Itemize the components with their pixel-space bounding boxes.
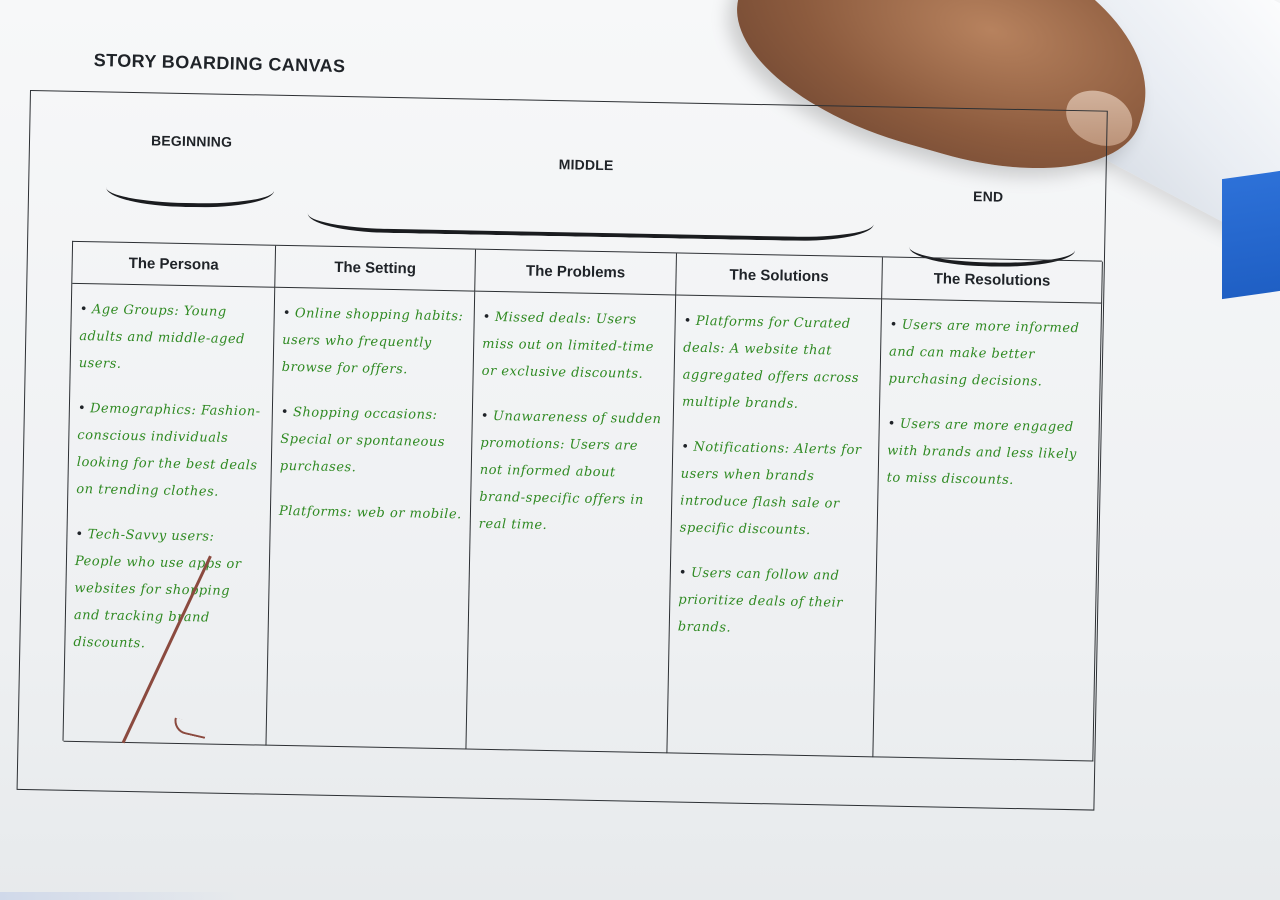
bullet-icon: • xyxy=(480,408,490,424)
problems-note: •Unawareness of sudden promotions: Users… xyxy=(478,408,662,534)
solutions-note: •Users can follow and prioritize deals o… xyxy=(677,565,844,636)
column-header: The Resolutions xyxy=(882,257,1103,304)
resolutions-note: •Users are more engaged with brands and … xyxy=(886,416,1077,488)
problems-note: •Missed deals: Users miss out on limited… xyxy=(481,309,655,382)
solutions-cell: •Platforms for Curated deals: A website … xyxy=(667,295,883,758)
solutions-note: •Platforms for Curated deals: A website … xyxy=(681,313,860,412)
background-blue-edge xyxy=(1222,170,1280,300)
persona-cell: •Age Groups: Young adults and middle-age… xyxy=(63,283,276,746)
persona-note: •Age Groups: Young adults and middle-age… xyxy=(78,301,246,372)
persona-note: •Demographics: Fashion-conscious individ… xyxy=(76,400,261,500)
resolutions-cell: •Users are more informed and can make be… xyxy=(873,299,1103,762)
bullet-icon: • xyxy=(77,400,87,417)
resolutions-note: •Users are more informed and can make be… xyxy=(888,317,1080,390)
setting-note: Platforms: web or mobile. xyxy=(278,503,462,523)
column-header: The Problems xyxy=(475,249,677,296)
persona-note: •Tech-Savvy users: People who use apps o… xyxy=(73,526,242,652)
phase-beginning: BEGINNING xyxy=(150,132,233,150)
column-header: The Persona xyxy=(72,241,277,288)
bullet-icon: • xyxy=(75,526,84,543)
solutions-note: •Notifications: Alerts for users when br… xyxy=(679,439,862,539)
setting-cell: •Online shopping habits: users who frequ… xyxy=(266,287,476,750)
phase-middle: MIDDLE xyxy=(558,156,614,174)
column-header: The Setting xyxy=(275,245,477,292)
bullet-icon: • xyxy=(482,309,492,325)
bullet-icon: • xyxy=(282,305,292,322)
phase-end: END xyxy=(972,188,1004,205)
storyboard-table: The Persona The Setting The Problems The… xyxy=(62,240,1103,762)
bullet-icon: • xyxy=(678,565,688,581)
column-header: The Solutions xyxy=(676,253,883,300)
bullet-icon: • xyxy=(683,313,692,329)
bullet-icon: • xyxy=(681,439,690,455)
setting-note: •Online shopping habits: users who frequ… xyxy=(281,305,464,378)
storyboard-board: BEGINNING MIDDLE END The Persona The Set… xyxy=(16,90,1108,811)
bullet-icon: • xyxy=(889,317,898,333)
bullet-icon: • xyxy=(887,416,897,432)
bottom-edge-mark xyxy=(0,892,240,900)
bullet-icon: • xyxy=(79,301,89,318)
problems-cell: •Missed deals: Users miss out on limited… xyxy=(466,291,677,754)
setting-note: •Shopping occasions: Special or spontane… xyxy=(279,404,446,476)
bullet-icon: • xyxy=(280,404,290,421)
